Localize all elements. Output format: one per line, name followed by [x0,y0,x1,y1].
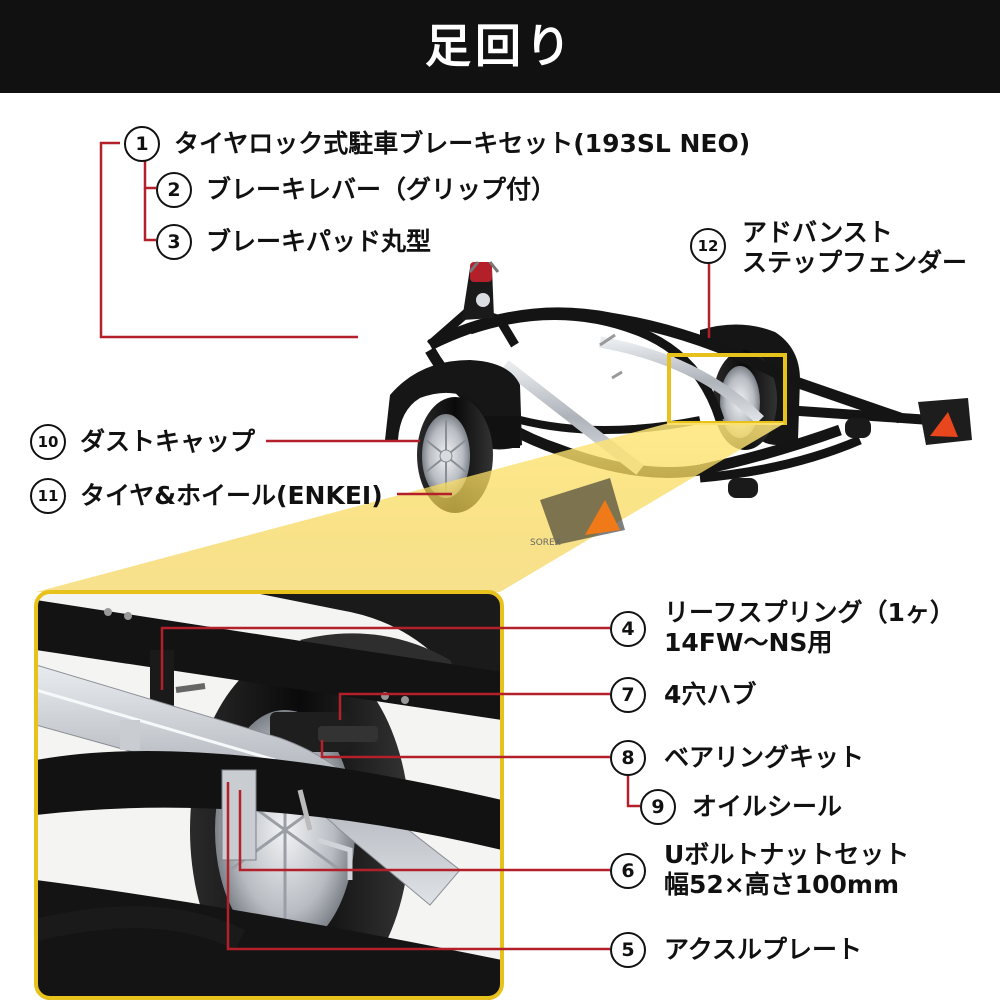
part-10-label: ダストキャップ [80,427,256,456]
part-11-label: タイヤ&ホイール(ENKEI) [80,481,383,510]
part-6-number: 6 [610,853,646,889]
watermark: SOREX [530,538,561,548]
detail-closeup [36,592,502,1000]
part-3-number: 3 [156,224,192,260]
leader-lines [99,141,711,951]
magnify-beam [36,423,785,592]
part-6-label: Uボルトナットセット [664,840,910,869]
part-8-label: ベアリングキット [664,743,865,772]
part-4-label: リーフスプリング（1ヶ） [664,598,955,627]
header-bar: 足回り [0,0,1000,93]
part-1-number: 1 [124,126,160,162]
part-11-number: 11 [30,478,66,514]
detail-box-border [34,590,504,1000]
part-5-label: アクスルプレート [664,935,863,964]
part-9-label: オイルシール [692,792,843,821]
page-title: 足回り [425,19,575,73]
part-1-label: タイヤロック式駐車ブレーキセット(193SL NEO) [174,129,751,158]
part-9-number: 9 [640,789,676,825]
part-8-number: 8 [610,740,646,776]
part-10-number: 10 [30,424,66,460]
part-6-label-line2: 幅52×高さ100mm [664,870,900,899]
part-2-number: 2 [156,172,192,208]
part-4-number: 4 [610,611,646,647]
part-2-label: ブレーキレバー（グリップ付） [206,175,557,204]
part-7-number: 7 [610,677,646,713]
part-12-number: 12 [690,228,726,264]
part-7-label: 4穴ハブ [664,680,757,709]
part-12-label-line2: ステップフェンダー [742,248,968,277]
part-5-number: 5 [610,932,646,968]
part-12-label: アドバンスト [742,218,893,247]
part-3-label: ブレーキパッド丸型 [206,227,432,256]
part-4-label-line2: 14FW〜NS用 [664,628,833,657]
